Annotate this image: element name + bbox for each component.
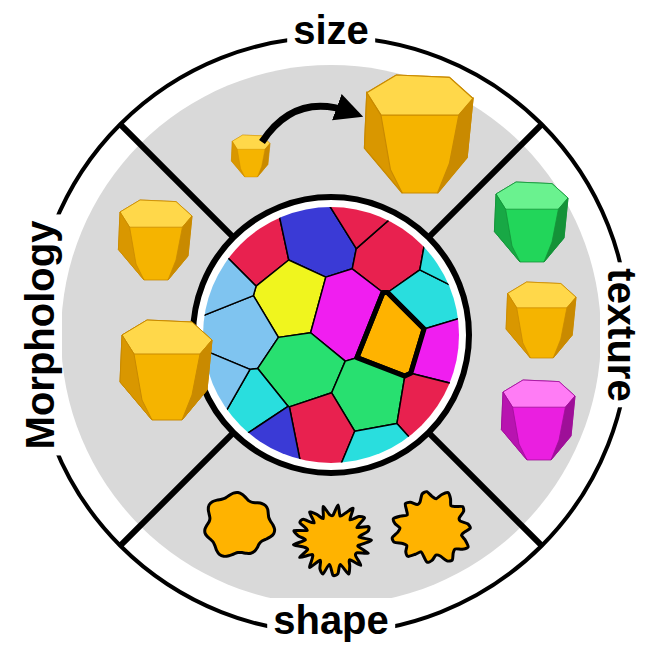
crystal-face xyxy=(501,380,575,460)
crystal-face xyxy=(118,212,144,280)
crystal-face xyxy=(168,216,192,280)
crystal-face xyxy=(120,200,192,227)
crystal-face xyxy=(506,293,530,358)
crystal-illustrations xyxy=(118,75,576,460)
crystal xyxy=(364,75,473,193)
grain xyxy=(336,424,443,475)
crystal-face xyxy=(120,320,212,420)
crystal-face xyxy=(364,75,473,193)
crystal-face xyxy=(494,182,568,262)
crystal xyxy=(501,380,575,460)
separator-line xyxy=(120,124,233,237)
crystal-face xyxy=(118,200,192,280)
growth-arrow xyxy=(262,106,350,142)
grain-outline xyxy=(205,493,275,557)
crystal-face xyxy=(231,141,244,177)
sector-label: shape xyxy=(267,598,395,642)
grain-shapes xyxy=(205,492,471,576)
grain xyxy=(289,393,354,475)
crystal xyxy=(494,182,568,262)
crystal xyxy=(120,320,212,420)
crystal-face xyxy=(120,335,152,420)
crystal-face xyxy=(503,380,575,407)
grain-outline xyxy=(392,492,470,563)
crystal-face xyxy=(544,198,568,262)
grain-outline xyxy=(293,505,371,576)
sector-label: texture xyxy=(600,262,644,407)
crystal-face xyxy=(496,182,568,209)
crystal-face xyxy=(438,99,473,193)
crystal-face xyxy=(257,143,270,177)
grain xyxy=(190,220,256,321)
grain xyxy=(357,293,424,377)
crystal xyxy=(506,282,576,358)
gray-ring xyxy=(61,65,601,605)
crystal-face xyxy=(122,320,212,354)
crystal-face xyxy=(494,194,520,262)
crystal-face xyxy=(182,340,212,420)
crystal-face xyxy=(506,282,576,358)
crystal-face xyxy=(551,396,575,460)
grain xyxy=(190,406,303,475)
crystal-face xyxy=(553,297,576,358)
crystal-face xyxy=(508,282,576,308)
sector-separators xyxy=(120,124,541,545)
grain xyxy=(420,195,475,298)
crystal-face xyxy=(364,93,402,193)
grain xyxy=(323,195,418,249)
grain xyxy=(397,373,475,475)
highlight-grain xyxy=(357,293,424,377)
sector-label: size xyxy=(287,8,375,52)
crystal-face xyxy=(367,75,473,115)
outer-ring xyxy=(33,37,629,633)
sector-label: Morphology xyxy=(18,215,62,456)
crystal-face xyxy=(501,392,527,460)
crystal xyxy=(118,200,192,280)
grain-mosaic xyxy=(190,195,475,475)
